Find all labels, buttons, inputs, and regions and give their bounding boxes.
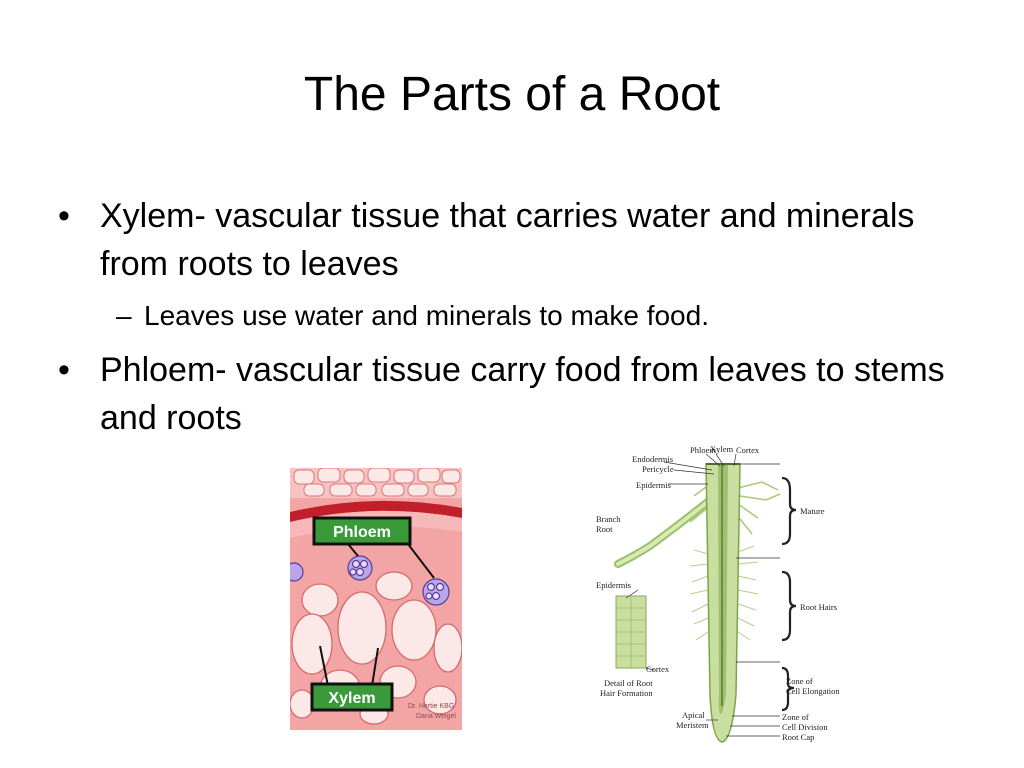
label-division-1: Zone of bbox=[782, 712, 809, 722]
label-elongation-2: Cell Elongation bbox=[786, 686, 840, 696]
label-epidermis-detail: Epidermis bbox=[596, 580, 631, 590]
bullet-phloem: • Phloem- vascular tissue carry food fro… bbox=[58, 346, 988, 442]
label-endodermis: Endodermis bbox=[632, 454, 673, 464]
bullet-xylem-text: Xylem- vascular tissue that carries wate… bbox=[100, 197, 915, 283]
label-mature: Mature bbox=[800, 506, 825, 516]
bullet-xylem: • Xylem- vascular tissue that carries wa… bbox=[58, 192, 988, 288]
photo-credit-1: Dr. Hertie KBG bbox=[408, 703, 454, 710]
label-cortex-detail: Cortex bbox=[646, 664, 670, 674]
bullet-dot: • bbox=[58, 351, 70, 389]
label-root-cap: Root Cap bbox=[782, 732, 814, 742]
root-cross-section-photo: Phloem Xylem Dr. Hertie KBG Dana Weigel bbox=[290, 468, 462, 730]
bullet-phloem-text: Phloem- vascular tissue carry food from … bbox=[100, 351, 945, 437]
label-phloem: Phloem bbox=[690, 445, 716, 455]
root-diagram-illustration: Endodermis Phloem Xylem Cortex Pericycle… bbox=[596, 444, 840, 743]
label-detail-2: Hair Formation bbox=[600, 688, 653, 698]
label-apical-1: Apical bbox=[682, 710, 705, 720]
slide-title: The Parts of a Root bbox=[303, 68, 721, 121]
phloem-tag: Phloem bbox=[333, 524, 391, 541]
sub-bullet-dash: – bbox=[116, 300, 132, 331]
photo-credit-2: Dana Weigel bbox=[416, 713, 456, 720]
bullet-dot: • bbox=[58, 197, 70, 235]
label-xylem: Xylem bbox=[710, 444, 734, 454]
label-root-hairs: Root Hairs bbox=[800, 602, 837, 612]
root-structure-diagram: Endodermis Phloem Xylem Cortex Pericycle… bbox=[590, 444, 850, 746]
label-root: Root bbox=[596, 524, 613, 534]
label-elongation-1: Zone of bbox=[786, 676, 813, 686]
xylem-tag: Xylem bbox=[328, 690, 375, 707]
cross-section-illustration: Phloem Xylem Dr. Hertie KBG Dana Weigel bbox=[290, 468, 462, 730]
sub-bullet-leaves: – Leaves use water and minerals to make … bbox=[58, 296, 988, 336]
label-branch: Branch bbox=[596, 514, 621, 524]
bullet-list: • Xylem- vascular tissue that carries wa… bbox=[58, 192, 988, 442]
label-apical-2: Meristem bbox=[676, 720, 709, 730]
label-detail-1: Detail of Root bbox=[604, 678, 653, 688]
label-epidermis-top: Epidermis bbox=[636, 480, 671, 490]
label-cortex: Cortex bbox=[736, 445, 760, 455]
label-division-2: Cell Division bbox=[782, 722, 828, 732]
label-pericycle: Pericycle bbox=[642, 464, 674, 474]
sub-bullet-leaves-text: Leaves use water and minerals to make fo… bbox=[144, 300, 709, 331]
